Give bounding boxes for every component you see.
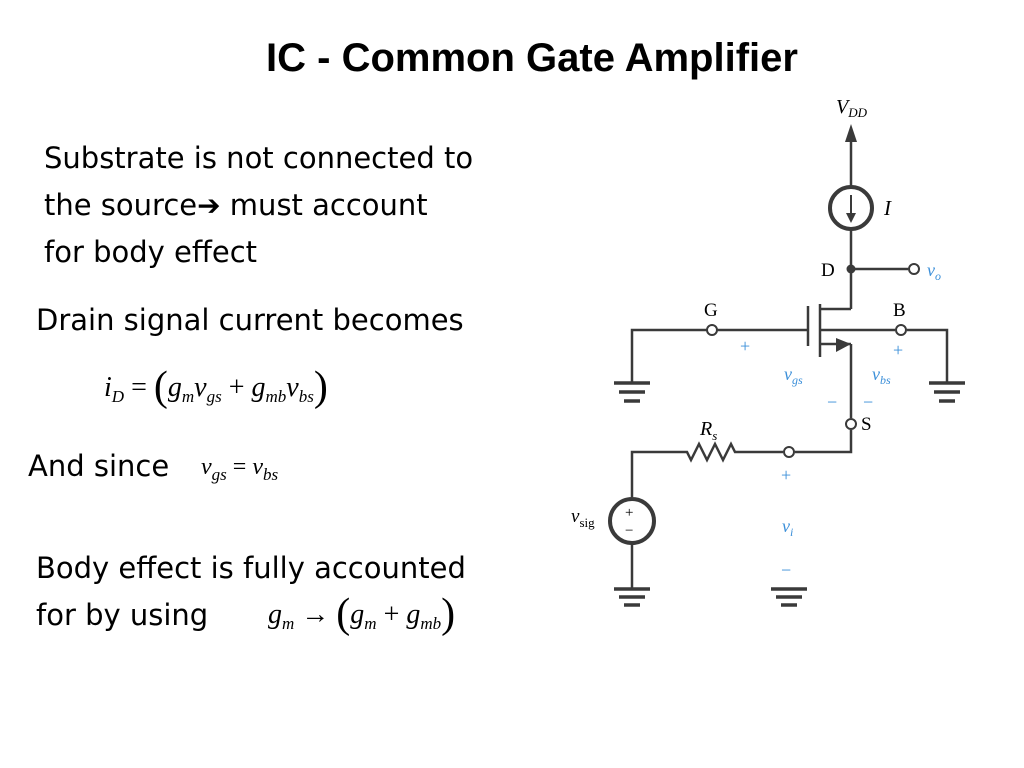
vo-terminal (908, 263, 920, 275)
equation-gm-substitution: gm → (gm + gmb) (268, 590, 455, 638)
paragraph-substrate: Substrate is not connected to the source… (44, 135, 524, 276)
vdd-label: VDD (836, 96, 868, 120)
paragraph-drain-current: Drain signal current becomes (36, 303, 464, 337)
para1-line2: the source➔ must account (44, 182, 524, 229)
eq2-b-sub: bs (262, 465, 279, 484)
para1-line1: Substrate is not connected to (44, 141, 474, 175)
eq2-b: v (252, 454, 263, 480)
eq3-b-sub: m (364, 614, 377, 633)
vdd-arrow-icon (845, 124, 857, 142)
vi-minus: − (781, 560, 791, 580)
eq1-t4: v (286, 372, 299, 403)
slide-title: IC - Common Gate Amplifier (266, 36, 798, 80)
eq3-close-paren: ) (441, 591, 456, 637)
paragraph-body-effect: Body effect is fully accounted for by us… (36, 545, 526, 639)
vgs-minus: − (827, 392, 837, 412)
eq3-plus: + (383, 599, 400, 630)
ground-gate-icon (614, 381, 650, 403)
eq1-t2: v (194, 372, 207, 403)
gate-ground-wire (630, 328, 708, 382)
bulk-terminal (895, 324, 907, 336)
vi-label: vi (782, 516, 793, 539)
eq2-equals: = (232, 454, 247, 480)
ground-bulk-icon (929, 381, 965, 403)
eq3-a: g (268, 599, 282, 630)
eq1-t3-sub: mb (265, 387, 287, 406)
bulk-label: B (893, 300, 906, 321)
eq1-t2-sub: gs (206, 387, 222, 406)
source-label: S (861, 414, 872, 435)
equation-drain-current: iD = (gmvgs + gmbvbs) (104, 363, 328, 411)
source-terminal (845, 418, 857, 430)
ground-vsig-icon (614, 587, 650, 607)
gate-terminal (706, 324, 718, 336)
paragraph-and-since: And since (28, 449, 170, 483)
eq3-arrow: → (301, 599, 330, 630)
drain-node-dot (846, 264, 856, 274)
vbs-plus: + (893, 340, 903, 360)
eq3-open-paren: ( (336, 591, 351, 637)
gate-label: G (704, 300, 718, 321)
vgs-label: vgs (784, 364, 803, 387)
vi-terminal (783, 446, 795, 458)
para1-line2-a: the source (44, 188, 198, 222)
vbs-minus: − (863, 392, 873, 412)
para1-line3: for body effect (44, 235, 258, 269)
equation-vgs-vbs: vgs = vbs (201, 454, 278, 485)
eq1-t1-sub: m (181, 387, 195, 406)
vsig-label: vsig (571, 506, 595, 530)
eq3-c: g (406, 599, 421, 630)
eq1-t1: g (167, 372, 182, 403)
right-arrow-icon: ➔ (197, 189, 221, 222)
vi-plus: + (781, 465, 791, 485)
para4-line2: for by using (36, 598, 209, 632)
drain-label: D (821, 260, 835, 281)
eq1-t4-sub: bs (298, 387, 314, 406)
rs-label: Rs (699, 418, 717, 443)
eq1-lhs-sub: D (111, 387, 125, 406)
ground-vi-icon (771, 587, 807, 607)
source-arrow-icon (836, 338, 851, 352)
source-rs-wire (795, 430, 853, 454)
eq3-b: g (350, 599, 365, 630)
para4-line1: Body effect is fully accounted (36, 551, 466, 585)
eq1-plus: + (228, 372, 245, 403)
vsig-minus: − (625, 523, 633, 539)
bulk-ground-wire (907, 328, 949, 382)
current-source-icon (828, 185, 874, 231)
current-arrow-icon (846, 213, 856, 223)
eq2-a: v (201, 454, 212, 480)
rs-resistor (630, 441, 783, 497)
eq1-lhs: i (104, 372, 112, 403)
eq1-t3: g (251, 372, 266, 403)
current-label: I (883, 196, 892, 220)
eq1-equals: = (131, 372, 147, 403)
eq2-a-sub: gs (211, 465, 227, 484)
vgs-plus: + (740, 336, 750, 356)
eq3-c-sub: mb (420, 614, 442, 633)
para1-line2-b: must account (220, 188, 428, 222)
vo-label: vo (927, 260, 941, 283)
vbs-label: vbs (872, 364, 891, 387)
eq3-a-sub: m (282, 614, 295, 633)
eq1-open-paren: ( (153, 364, 168, 410)
eq1-close-paren: ) (313, 364, 328, 410)
vsig-plus: + (625, 505, 633, 521)
